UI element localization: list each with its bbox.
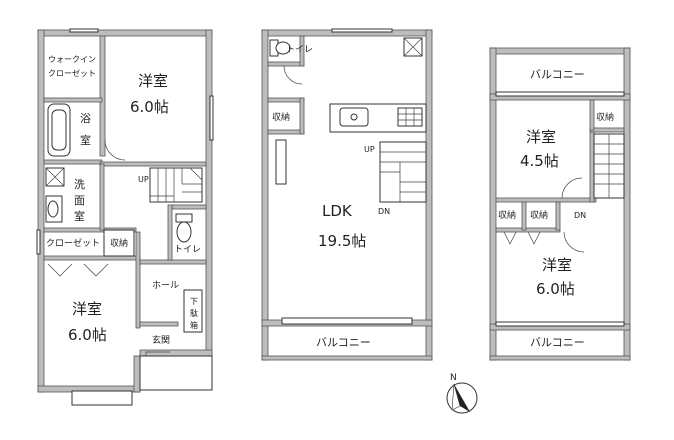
western-room-bottom-label: 洋室 [72, 300, 102, 318]
floor3-balcony-top-label: バルコニー [530, 68, 585, 81]
western-room-top-size: 6.0帖 [130, 98, 169, 116]
floor2-balcony-label: バルコニー [316, 336, 371, 349]
floor2-storage-label: 収納 [272, 111, 290, 123]
floor2-stairs [379, 141, 427, 203]
floor3-labels: バルコニー 洋室 4.5帖 収納 収納 収納 DN 洋室 6.0帖 バルコニー [498, 68, 614, 349]
floor2-toilet-icon [269, 39, 291, 57]
washroom-label-3: 室 [74, 209, 85, 223]
western-room-bottom-size: 6.0帖 [68, 326, 107, 344]
floor1-outer-walls [37, 29, 213, 393]
shoe-box-label-3: 箱 [190, 320, 198, 330]
western-room-a-size: 4.5帖 [520, 152, 559, 170]
floor2-labels: トイレ 収納 UP DN LDK 19.5帖 バルコニー [272, 45, 390, 349]
shoe-box-label-2: 駄 [190, 308, 198, 318]
washbasin-icon [45, 195, 63, 223]
ldk-label: LDK [322, 202, 353, 220]
floor2-plan [261, 28, 433, 361]
floor1-storage-label: 収納 [110, 237, 128, 249]
western-room-a-label: 洋室 [526, 128, 556, 146]
washing-machine-icon [45, 167, 65, 187]
hall-label: ホール [152, 280, 179, 291]
toilet-icon [175, 213, 193, 243]
bath-label-2: 室 [80, 133, 91, 147]
washroom-label-1: 洗 [74, 178, 85, 191]
floor2-toilet-label: トイレ [286, 45, 313, 55]
floor2-dn-label: DN [378, 207, 390, 216]
floor1-toilet-label: トイレ [174, 245, 201, 255]
floor3-storage-left-2-label: 収納 [530, 209, 548, 221]
washroom-label-2: 面 [74, 194, 85, 207]
skylight-icon [403, 37, 423, 57]
kitchen-counter [329, 103, 427, 133]
floor3-balcony-bottom-label: バルコニー [530, 336, 585, 349]
western-room-top-label: 洋室 [138, 72, 168, 90]
western-room-b-size: 6.0帖 [536, 280, 575, 298]
compass-label: N [450, 373, 457, 383]
bath-label-1: 浴 [80, 112, 91, 125]
floor1-up-label: UP [138, 175, 149, 184]
floor2-up-label: UP [364, 145, 375, 154]
floor3-storage-left-1-label: 収納 [498, 209, 516, 221]
western-room-b-label: 洋室 [542, 256, 572, 274]
shoe-box-label-1: 下 [190, 297, 198, 306]
floor1-stairs [149, 167, 203, 203]
floor1-labels: ウォークイン クローゼット 洋室 6.0帖 浴 室 洗 面 室 UP クローゼッ… [46, 55, 201, 346]
ldk-size: 19.5帖 [318, 232, 366, 250]
floor3-storage-right-label: 収納 [596, 111, 614, 123]
floor1-plan [36, 28, 214, 406]
bathtub-icon [47, 103, 71, 157]
floor3-stairs [593, 133, 625, 199]
entrance-label: 玄関 [152, 334, 170, 346]
walkin-closet-label-1: ウォークイン [48, 55, 96, 64]
closet-label: クローゼット [46, 237, 100, 249]
walkin-closet-label-2: クローゼット [48, 68, 96, 78]
floor3-dn-label: DN [574, 211, 586, 220]
floor3-plan [489, 47, 631, 361]
compass-icon: N [446, 373, 478, 414]
